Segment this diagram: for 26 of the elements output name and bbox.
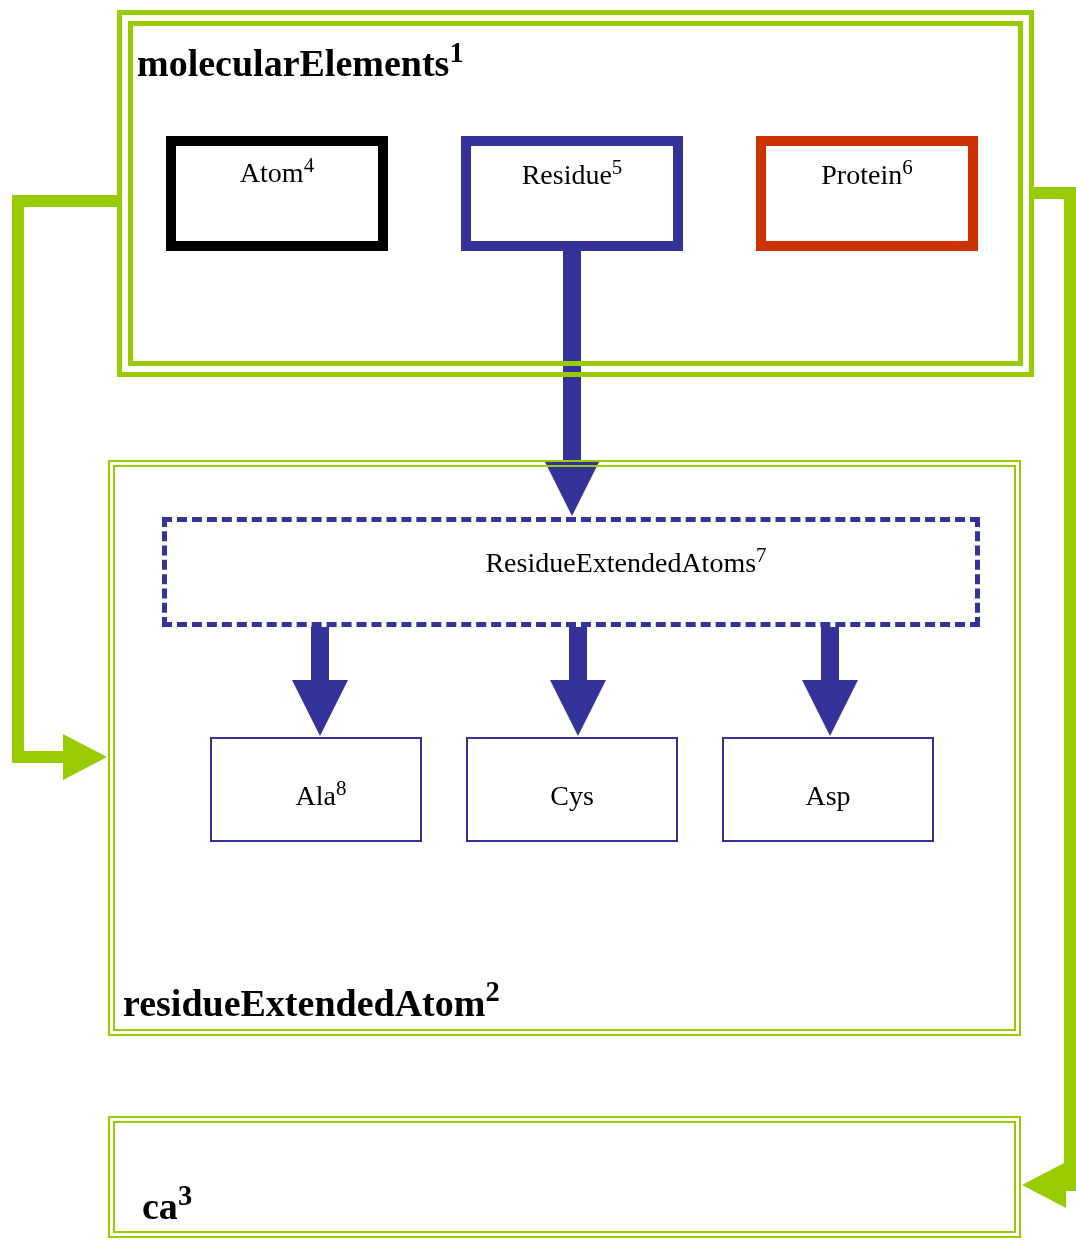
class-box	[166, 136, 388, 251]
arrow	[550, 627, 606, 736]
arrow	[292, 627, 348, 736]
box-label: Cys	[549, 779, 595, 813]
box-label: ResidueExtendedAtoms$^{7}$	[484, 542, 768, 580]
box-label: Atom$^{4}$	[238, 152, 316, 190]
group-frame	[117, 10, 1034, 377]
group-title: molecularElements$^{1}$	[137, 44, 464, 82]
class-box	[466, 737, 678, 842]
group-frame	[108, 1116, 1021, 1238]
arrow	[1022, 187, 1076, 1208]
arrow	[802, 627, 858, 736]
dashed-group-box	[162, 517, 980, 627]
box-label: Ala$^{8}$	[294, 775, 348, 813]
class-box	[461, 136, 683, 251]
box-label: Residue$^{5}$	[520, 154, 624, 192]
group-frame	[108, 460, 1021, 1036]
group-title: residueExtendedAtom$^{2}$	[123, 979, 500, 1026]
group-title: ca$^{3}$	[142, 1183, 193, 1229]
class-box	[756, 136, 978, 251]
class-box	[210, 737, 422, 842]
arrow	[544, 251, 600, 516]
class-box	[722, 737, 934, 842]
arrow	[12, 195, 117, 780]
box-label: Protein$^{6}$	[820, 154, 914, 192]
box-label: Asp	[804, 779, 852, 813]
